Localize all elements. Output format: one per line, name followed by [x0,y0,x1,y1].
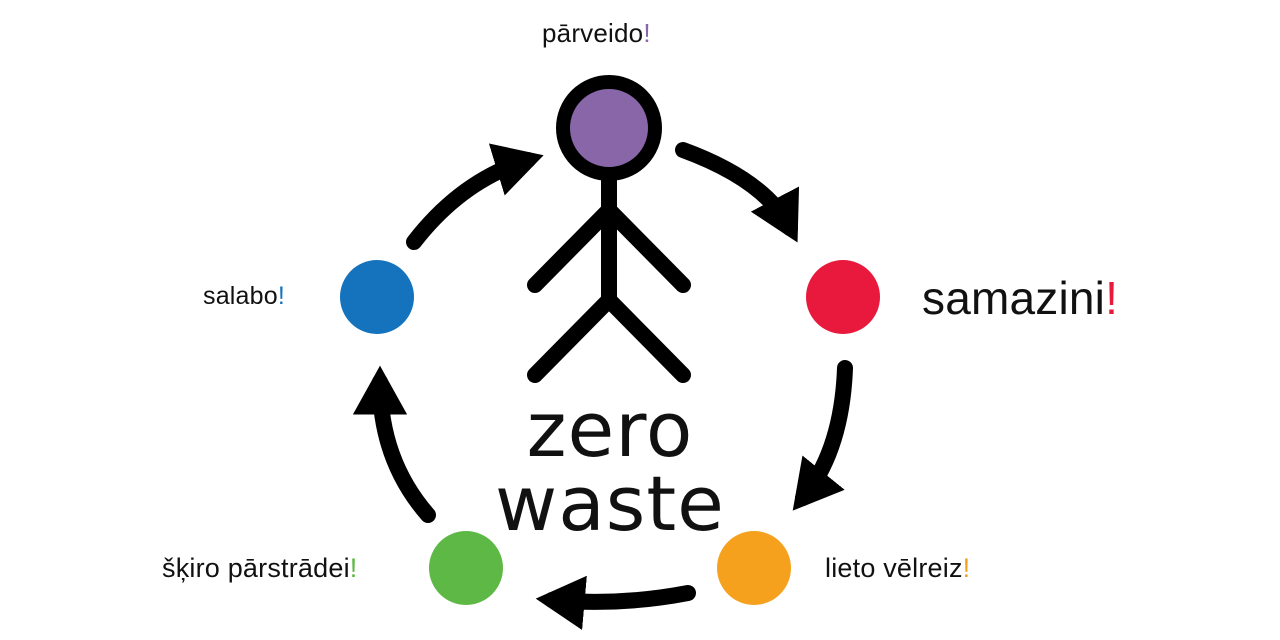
label-lieto-velreiz-mark: ! [962,553,971,583]
label-samazini-text: samazini [922,272,1106,324]
dot-skiro-parstradei [429,531,503,605]
dot-lieto-velreiz [717,531,791,605]
figure-head [556,75,662,181]
label-skiro-parstradei-mark: ! [349,553,358,583]
arrow-left-to-top [406,143,544,250]
figure-leg-left [527,292,617,383]
arrow-bottom-left-to-left [352,365,436,523]
label-parveido: pārveido! [542,18,651,49]
label-salabo-mark: ! [277,282,286,310]
figure-arm-right [601,202,691,293]
label-parveido-mark: ! [643,18,651,48]
arrow-bottom-right-to-bottom-left [535,575,696,630]
stick-figure [527,167,691,383]
dot-samazini [806,260,880,334]
label-samazini: samazini! [922,271,1118,325]
figure-arm-left [527,202,617,293]
label-lieto-velreiz-text: lieto vēlreiz [825,553,963,583]
label-salabo: salabo! [203,282,285,311]
label-parveido-text: pārveido [542,18,644,48]
center-title-waste: waste [495,459,725,548]
label-skiro-parstradei: šķiro pārstrādei! [162,553,357,584]
label-lieto-velreiz: lieto vēlreiz! [825,553,970,584]
center-title-zero: zero [526,385,694,474]
arrow-top-to-right [675,142,800,243]
dot-salabo [340,260,414,334]
label-samazini-mark: ! [1105,272,1119,324]
arrow-right-to-bottom-right [792,360,853,511]
label-skiro-parstradei-text: šķiro pārstrādei [162,553,350,583]
figure-leg-right [601,292,691,383]
label-salabo-text: salabo [203,282,278,310]
